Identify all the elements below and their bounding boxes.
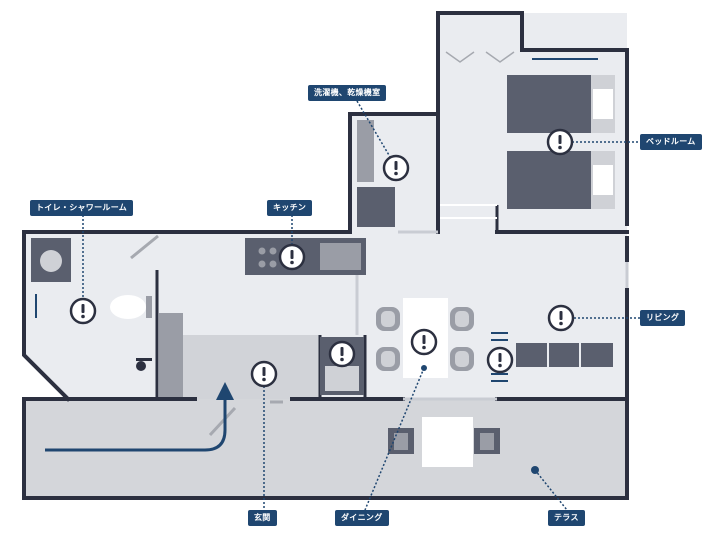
label-entrance: 玄関 <box>248 510 277 526</box>
bedroom-steps <box>440 204 497 219</box>
info-marker-fridge[interactable] <box>328 340 356 368</box>
label-kitchen: キッチン <box>267 200 313 216</box>
info-marker-kitchen[interactable] <box>278 243 306 271</box>
bathroom-fixtures <box>31 238 183 397</box>
info-marker-dining[interactable] <box>410 328 438 356</box>
terrace-furniture <box>388 417 500 467</box>
leader-lines <box>82 100 640 511</box>
info-marker-laundry[interactable] <box>382 154 410 182</box>
info-markers <box>69 128 575 474</box>
wall-west <box>22 230 352 402</box>
label-living: リビング <box>640 310 686 326</box>
dining-leader-dot <box>421 365 427 371</box>
info-marker-tv[interactable] <box>486 346 514 374</box>
toilet-tank <box>146 296 152 318</box>
kitchen-sink <box>320 243 361 270</box>
shower-knob <box>136 361 146 371</box>
doors <box>130 51 515 437</box>
info-marker-living[interactable] <box>547 304 575 332</box>
laundry-machines <box>357 120 395 227</box>
label-bedroom: ベッドルーム <box>640 134 702 150</box>
walls <box>22 11 629 500</box>
wall-laundry <box>348 112 440 234</box>
entry-arrow-icon <box>45 382 234 452</box>
toilet-bowl <box>110 295 146 319</box>
beds <box>507 58 615 209</box>
info-marker-toilet[interactable] <box>69 297 97 325</box>
wall-bedroom-north <box>520 48 629 226</box>
glass-partitions <box>355 230 629 401</box>
label-dining: ダイニング <box>335 510 389 526</box>
washer-drum <box>40 250 62 272</box>
sofa <box>516 343 613 367</box>
wall-bedroom-west <box>436 11 524 116</box>
terrace-point-icon <box>531 466 539 474</box>
fridge <box>320 337 364 395</box>
shower-partition <box>159 313 183 397</box>
label-laundry: 洗濯機、乾燥機室 <box>308 85 387 101</box>
info-marker-entrance[interactable] <box>250 360 278 388</box>
info-marker-bedroom[interactable] <box>546 128 574 156</box>
tv-unit <box>491 332 508 382</box>
entrance-floor <box>183 335 320 399</box>
label-terrace: テラス <box>548 510 585 526</box>
towel-bar <box>136 358 152 361</box>
label-toilet-shower: トイレ・シャワールーム <box>30 200 134 216</box>
kitchen-counter <box>245 238 366 275</box>
